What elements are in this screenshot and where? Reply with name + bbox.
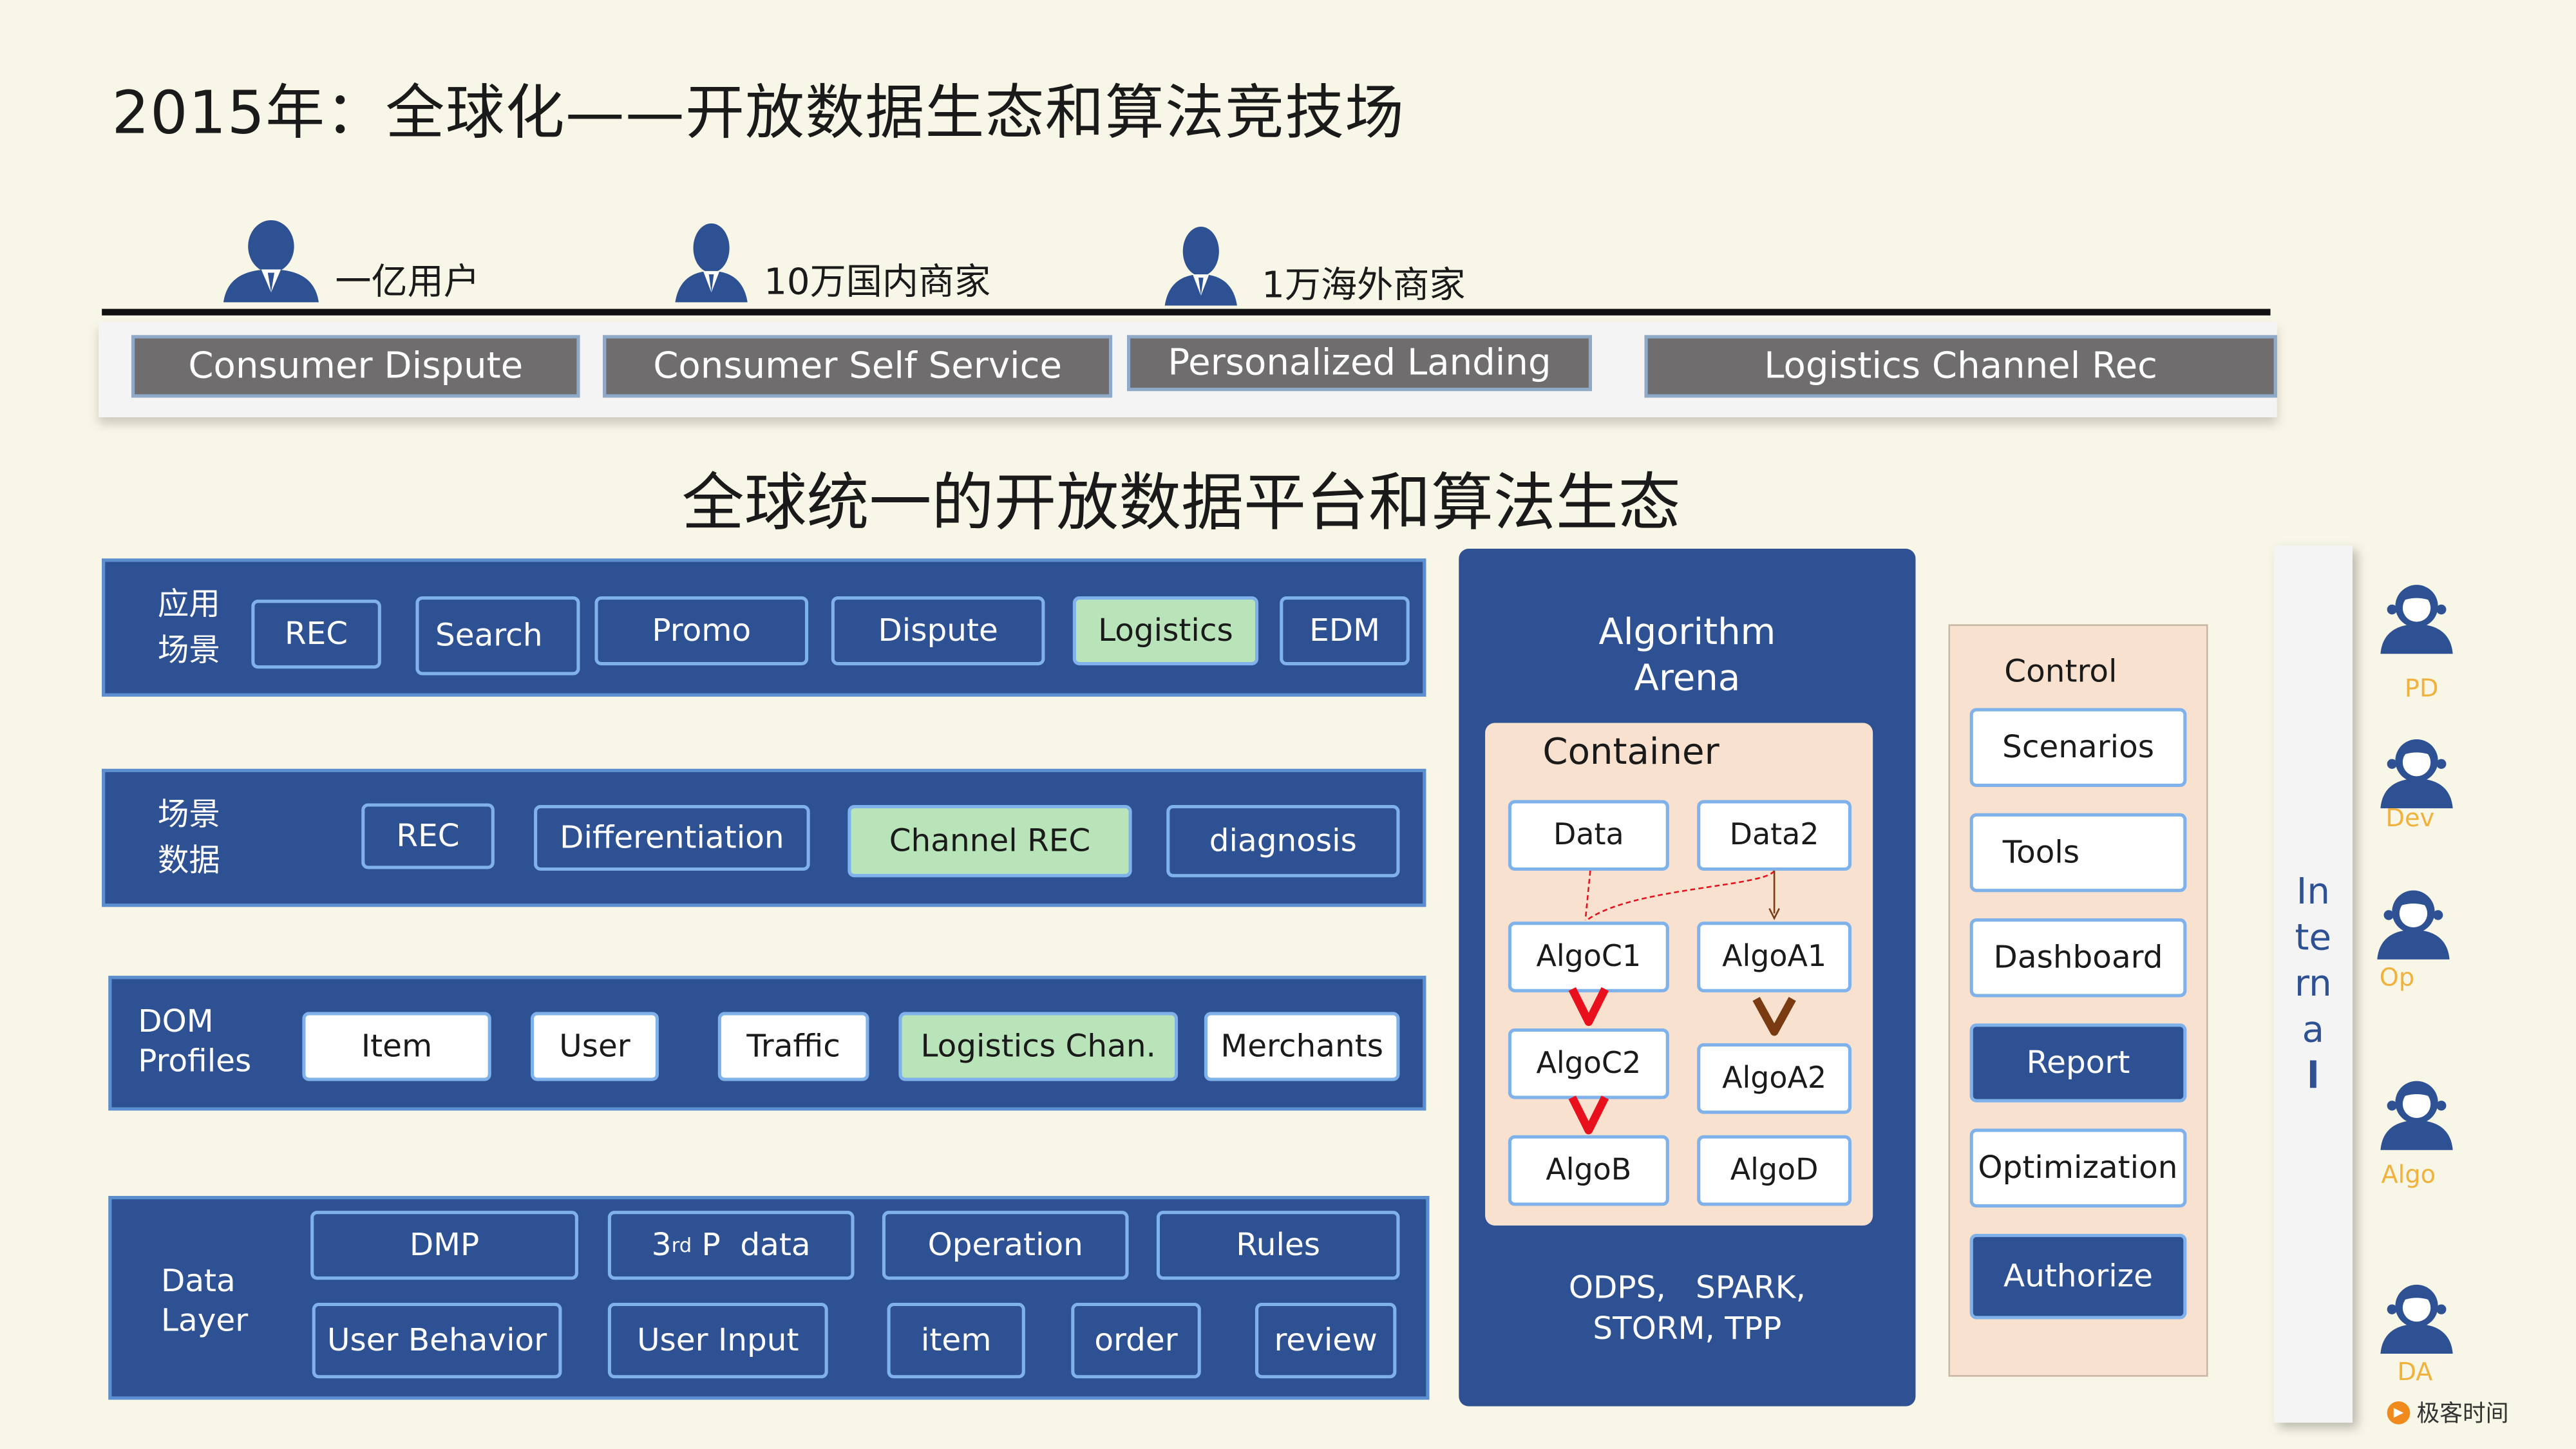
internal-label: In te rn a l — [2274, 871, 2353, 1101]
chip-order: order — [1071, 1302, 1201, 1379]
app-personalized-landing: Personalized Landing — [1127, 335, 1592, 392]
container-arrows — [1568, 870, 1796, 1135]
chip-text: P — [692, 1227, 721, 1264]
chip-search: Search — [415, 596, 580, 676]
layer-label: DOM Profiles — [138, 1003, 252, 1080]
control-label: Control — [2004, 654, 2117, 690]
internal-text: In — [2296, 872, 2330, 914]
chip-logistics-chan: Logistics Chan. — [898, 1012, 1179, 1081]
chip-logistics: Logistics — [1072, 596, 1259, 666]
chip-user-input: User Input — [607, 1302, 828, 1379]
internal-text: rn — [2294, 964, 2332, 1006]
layer-label: 场景 数据 — [157, 797, 220, 879]
algoa1-to-algoa2-arrow — [1752, 996, 1796, 1036]
chip-edm: EDM — [1280, 596, 1410, 666]
chip-text: rd — [671, 1233, 692, 1257]
user-group-label: 1万海外商家 — [1262, 266, 1466, 308]
role-label: Dev — [2385, 803, 2435, 833]
chip-differentiation: Differentiation — [534, 805, 810, 871]
chip-text: data — [740, 1227, 811, 1264]
chip-operation: Operation — [882, 1211, 1129, 1280]
container-label: Container — [1542, 732, 1719, 774]
role-label: Algo — [2381, 1160, 2436, 1189]
node-data: Data — [1508, 800, 1669, 871]
section-title: 全球统一的开放数据平台和算法生态 — [681, 466, 1681, 539]
chip-item-data: item — [887, 1302, 1025, 1379]
page-title: 2015年：全球化——开放数据生态和算法竞技场 — [111, 80, 1405, 148]
node-algoa1: AlgoA1 — [1697, 922, 1852, 992]
node-algoa2: AlgoA2 — [1697, 1043, 1852, 1114]
internal-text: a — [2302, 1010, 2325, 1052]
internal-text: l — [2307, 1056, 2320, 1098]
role-op-icon — [2377, 890, 2450, 960]
chip-diagnosis: diagnosis — [1166, 805, 1400, 878]
role-algo-icon — [2380, 1081, 2453, 1150]
internal-text: te — [2295, 918, 2332, 960]
chip-dispute: Dispute — [831, 596, 1045, 666]
chip-user-behavior: User Behavior — [312, 1302, 562, 1379]
brand-watermark: 极客时间 — [2385, 1396, 2508, 1429]
user-icon — [1164, 227, 1237, 306]
role-label: DA — [2397, 1357, 2433, 1387]
brand-logo-icon — [2387, 1401, 2410, 1425]
chip-rules: Rules — [1156, 1211, 1400, 1280]
node-algob: AlgoB — [1508, 1135, 1669, 1206]
algoc1-to-algoc2-arrow — [1568, 987, 1609, 1027]
control-authorize: Authorize — [1969, 1233, 2187, 1320]
role-label: Op — [2379, 962, 2415, 992]
chip-rec: REC — [251, 600, 381, 669]
chip-rec: REC — [361, 803, 495, 869]
app-consumer-self-service: Consumer Self Service — [603, 335, 1113, 398]
control-optimization: Optimization — [1969, 1128, 2187, 1208]
chip-channel-rec: Channel REC — [848, 805, 1132, 878]
control-dashboard: Dashboard — [1969, 918, 2187, 998]
node-algoc1: AlgoC1 — [1508, 922, 1669, 992]
user-icon — [675, 223, 748, 303]
user-group-label: 10万国内商家 — [764, 263, 991, 304]
app-logistics-channel-rec: Logistics Channel Rec — [1644, 335, 2277, 398]
role-da-icon — [2380, 1284, 2453, 1354]
chip-promo: Promo — [594, 596, 809, 666]
chip-traffic: Traffic — [717, 1012, 869, 1081]
layer-label: 应用 场景 — [157, 586, 220, 669]
data-to-algoc1-arrow — [1584, 870, 1776, 921]
app-consumer-dispute: Consumer Dispute — [131, 335, 580, 398]
chip-item: Item — [302, 1012, 491, 1081]
layer-label: Data Layer — [161, 1263, 249, 1340]
chip-review: review — [1255, 1302, 1397, 1379]
internal-bar — [2273, 545, 2353, 1423]
chip-merchants: Merchants — [1204, 1012, 1400, 1081]
node-algoc2: AlgoC2 — [1508, 1028, 1669, 1099]
control-scenarios: Scenarios — [1969, 708, 2187, 787]
chip-user: User — [530, 1012, 659, 1081]
user-icon — [223, 220, 319, 303]
role-dev-icon — [2380, 739, 2453, 809]
chip-dmp: DMP — [310, 1211, 578, 1280]
divider-line — [102, 308, 2271, 316]
brand-name: 极客时间 — [2416, 1401, 2509, 1428]
control-tools: Tools — [1969, 813, 2187, 893]
chip-text: 3 — [651, 1227, 672, 1264]
algoc2-to-algob-arrow — [1568, 1095, 1609, 1135]
user-group-label: 一亿用户 — [335, 263, 480, 304]
node-algod: AlgoD — [1697, 1135, 1852, 1206]
role-pd-icon — [2380, 585, 2453, 654]
arena-footer: ODPS, SPARK, STORM, TPP — [1568, 1269, 1806, 1347]
node-data2: Data2 — [1697, 800, 1852, 871]
control-report: Report — [1969, 1023, 2187, 1103]
role-label: PD — [2404, 673, 2439, 703]
arena-title: Algorithm Arena — [1598, 612, 1776, 700]
